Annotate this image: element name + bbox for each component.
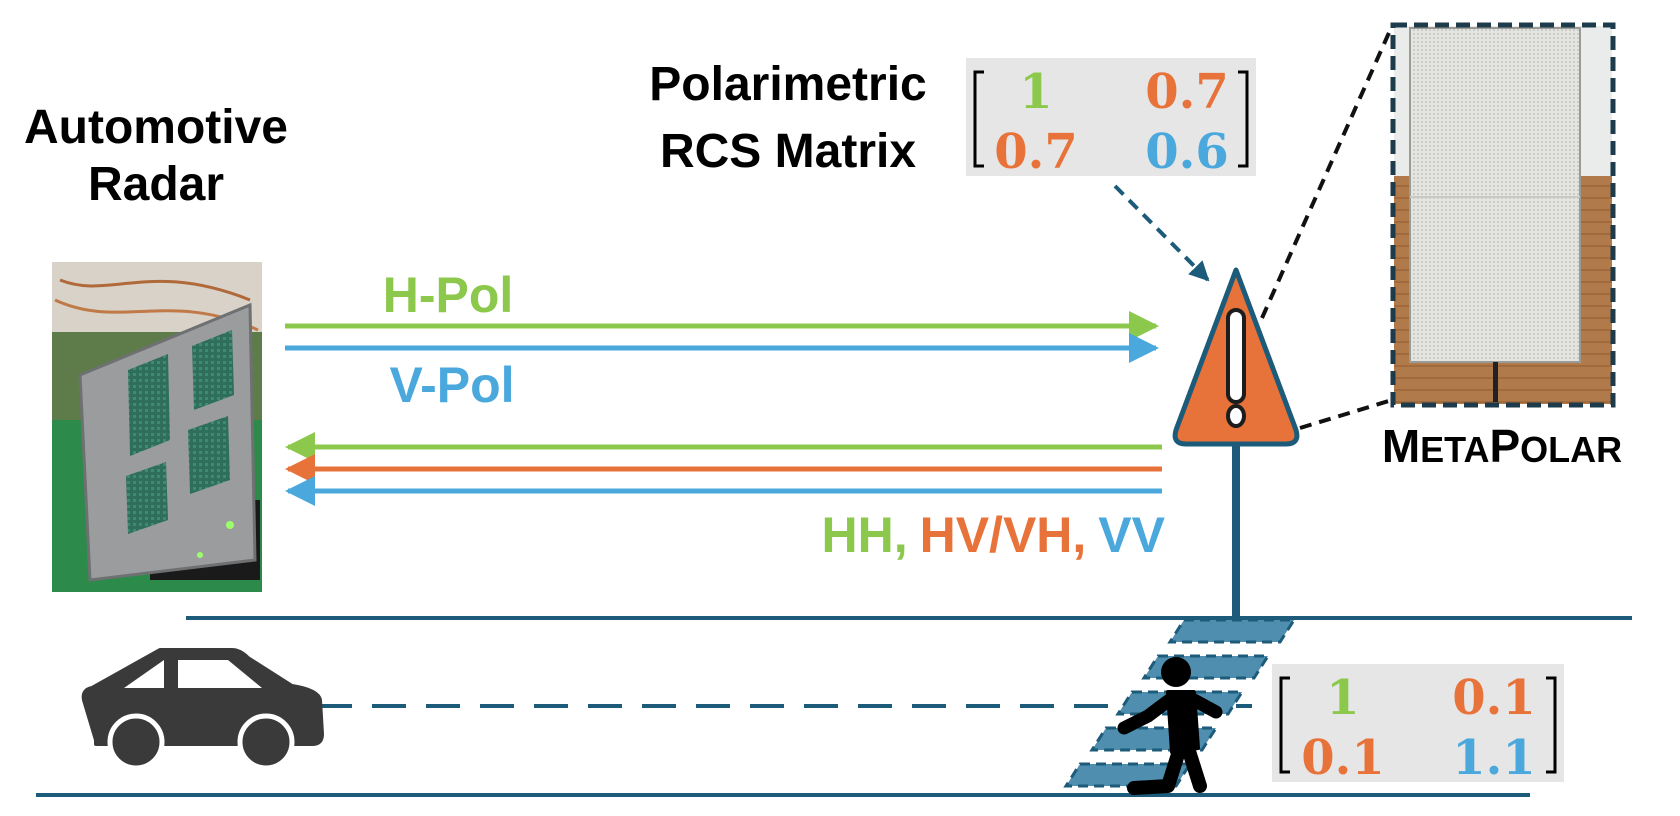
radar-photo xyxy=(52,262,262,592)
rx-label-hv-vh: HV/VH, xyxy=(920,507,1087,563)
zoom-line-bottom xyxy=(1299,398,1393,430)
metapolar-label-olar: OLAR xyxy=(1520,429,1622,470)
pedestrian-matrix-vh: 0.1 xyxy=(1301,730,1385,786)
metapolar-photo xyxy=(1390,22,1616,408)
metapolar-matrix-vv: 0.6 xyxy=(1145,124,1229,180)
car-icon xyxy=(81,648,324,771)
v-pol-label: V-Pol xyxy=(389,357,514,413)
warning-sign-icon xyxy=(1172,267,1300,447)
matrix-pointer-arrow xyxy=(1113,184,1210,282)
h-pol-label: H-Pol xyxy=(383,267,514,323)
return-polarization-label: HH,HV/VH,VV xyxy=(821,507,1165,563)
rx-label-vv: VV xyxy=(1098,507,1165,563)
rx-label-hh: HH, xyxy=(821,507,907,563)
matrix-title-line1: Polarimetric xyxy=(649,58,926,111)
metapolar-label-m: M xyxy=(1382,420,1420,472)
zoom-line-top xyxy=(1260,25,1394,319)
pedestrian-icon xyxy=(1117,657,1223,795)
matrix-title-line2: RCS Matrix xyxy=(660,125,916,178)
metapolar-matrix-vh: 0.7 xyxy=(994,124,1078,180)
metapolar-label-p: P xyxy=(1489,420,1520,472)
metapolar-label: METAPOLAR xyxy=(1382,420,1622,472)
pedestrian-matrix-hv: 0.1 xyxy=(1452,670,1536,726)
radar-label-line2: Radar xyxy=(88,158,224,211)
metapolar-rcs-matrix: 1 0.7 0.7 0.6 xyxy=(966,58,1256,180)
pedestrian-matrix-vv: 1.1 xyxy=(1452,730,1536,786)
metapolar-matrix-hv: 0.7 xyxy=(1145,64,1229,120)
pedestrian-rcs-matrix: 1 0.1 0.1 1.1 xyxy=(1272,664,1564,786)
radar-label-line1: Automotive xyxy=(24,101,288,154)
metapolar-matrix-hh: 1 xyxy=(1019,64,1052,120)
metapolar-label-eta: ETA xyxy=(1420,429,1489,470)
pedestrian-matrix-hh: 1 xyxy=(1326,670,1359,726)
